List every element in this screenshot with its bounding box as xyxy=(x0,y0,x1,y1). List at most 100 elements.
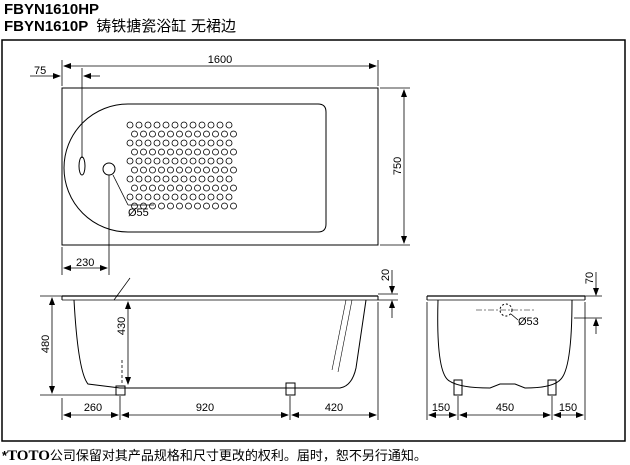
dim-width: 750 xyxy=(392,157,404,175)
anti-slip-dot xyxy=(225,157,233,165)
anti-slip-dot xyxy=(180,193,188,201)
anti-slip-dot xyxy=(180,175,188,183)
anti-slip-dot xyxy=(144,121,152,129)
tub-profile-end xyxy=(437,299,573,389)
anti-slip-dot xyxy=(126,139,134,147)
anti-slip-dot xyxy=(221,202,228,210)
foot-end-left xyxy=(453,379,463,396)
anti-slip-dot xyxy=(167,202,174,210)
dim-side-left: 260 xyxy=(84,402,102,414)
anti-slip-dot xyxy=(149,166,156,174)
anti-slip-dot xyxy=(221,130,228,138)
anti-slip-dot xyxy=(180,157,188,165)
anti-slip-dot xyxy=(131,202,138,210)
anti-slip-dot xyxy=(203,166,210,174)
anti-slip-dot xyxy=(185,184,192,192)
anti-slip-dot xyxy=(225,121,233,129)
drain-hole xyxy=(102,162,116,176)
anti-slip-dot xyxy=(162,139,170,147)
anti-slip-dot xyxy=(212,202,219,210)
anti-slip-dot xyxy=(221,184,228,192)
anti-slip-dot xyxy=(198,175,206,183)
anti-slip-dot xyxy=(167,184,174,192)
tub-basin-top xyxy=(63,103,327,233)
anti-slip-dot xyxy=(126,193,134,201)
anti-slip-dot xyxy=(189,121,197,129)
anti-slip-dot xyxy=(230,202,237,210)
anti-slip-dot xyxy=(216,157,224,165)
anti-slip-dot xyxy=(198,193,206,201)
anti-slip-dot xyxy=(171,193,179,201)
anti-slip-dot xyxy=(225,193,233,201)
anti-slip-dot xyxy=(212,184,219,192)
anti-slip-dot xyxy=(194,148,201,156)
product-description: 铸铁搪瓷浴缸 无裙边 xyxy=(96,17,236,35)
anti-slip-dot xyxy=(144,175,152,183)
anti-slip-dot xyxy=(212,166,219,174)
anti-slip-dot xyxy=(212,130,219,138)
anti-slip-dot xyxy=(135,193,143,201)
anti-slip-dot xyxy=(185,166,192,174)
anti-slip-dot xyxy=(140,130,147,138)
anti-slip-dot xyxy=(153,193,161,201)
anti-slip-dot xyxy=(180,139,188,147)
model-number-primary: FBYN1610HP xyxy=(4,1,100,18)
anti-slip-dot xyxy=(171,157,179,165)
dim-end-mid: 450 xyxy=(496,402,514,414)
brand-logo-text: TOTO xyxy=(7,448,50,464)
anti-slip-dot xyxy=(189,139,197,147)
dim-rim-side: 20 xyxy=(380,269,392,281)
anti-slip-dot xyxy=(140,148,147,156)
dim-rim-end: 70 xyxy=(584,272,596,284)
anti-slip-dot xyxy=(158,130,165,138)
anti-slip-dot xyxy=(203,184,210,192)
anti-slip-dot xyxy=(126,157,134,165)
anti-slip-dot xyxy=(140,166,147,174)
anti-slip-dot xyxy=(167,148,174,156)
anti-slip-dot xyxy=(176,130,183,138)
anti-slip-dot xyxy=(140,184,147,192)
end-view: Ø53 70 150 450 150 xyxy=(426,272,602,420)
anti-slip-dot xyxy=(162,193,170,201)
anti-slip-dot xyxy=(207,193,215,201)
anti-slip-dot xyxy=(144,139,152,147)
dim-drain-offset: 75 xyxy=(34,65,46,77)
anti-slip-dot xyxy=(198,157,206,165)
anti-slip-dot xyxy=(153,121,161,129)
dim-drain-center: 230 xyxy=(76,257,94,269)
anti-slip-dot xyxy=(207,121,215,129)
drain-diameter: Ø55 xyxy=(128,207,149,219)
anti-slip-dot xyxy=(158,184,165,192)
anti-slip-dot xyxy=(162,175,170,183)
dim-length: 1600 xyxy=(208,54,232,66)
anti-slip-dot xyxy=(171,175,179,183)
anti-slip-dot xyxy=(144,157,152,165)
anti-slip-dot xyxy=(140,202,147,210)
anti-slip-dot xyxy=(221,166,228,174)
anti-slip-dot xyxy=(207,139,215,147)
dim-depth: 430 xyxy=(116,317,128,335)
anti-slip-dot xyxy=(153,175,161,183)
foot-left xyxy=(115,385,126,396)
anti-slip-dot xyxy=(207,157,215,165)
anti-slip-dot xyxy=(176,202,183,210)
overflow-slot xyxy=(78,156,86,176)
footer-disclaimer: *TOTO公司保留对其产品规格和尺寸更改的权利。届时，恕不另行通知。 xyxy=(2,445,427,465)
side-view: 20 430 480 260 920 420 xyxy=(40,269,398,420)
anti-slip-dot xyxy=(126,121,134,129)
anti-slip-dot xyxy=(216,121,224,129)
anti-slip-dot xyxy=(162,121,170,129)
anti-slip-dot xyxy=(185,202,192,210)
anti-slip-dot xyxy=(203,130,210,138)
anti-slip-dot xyxy=(176,148,183,156)
anti-slip-dot xyxy=(189,193,197,201)
dim-end-right: 150 xyxy=(559,402,577,414)
anti-slip-dot xyxy=(158,202,165,210)
anti-slip-dot-pattern xyxy=(126,121,237,210)
anti-slip-dot xyxy=(230,166,237,174)
foot-end-right xyxy=(547,379,557,396)
anti-slip-dot xyxy=(149,130,156,138)
anti-slip-dot xyxy=(189,157,197,165)
